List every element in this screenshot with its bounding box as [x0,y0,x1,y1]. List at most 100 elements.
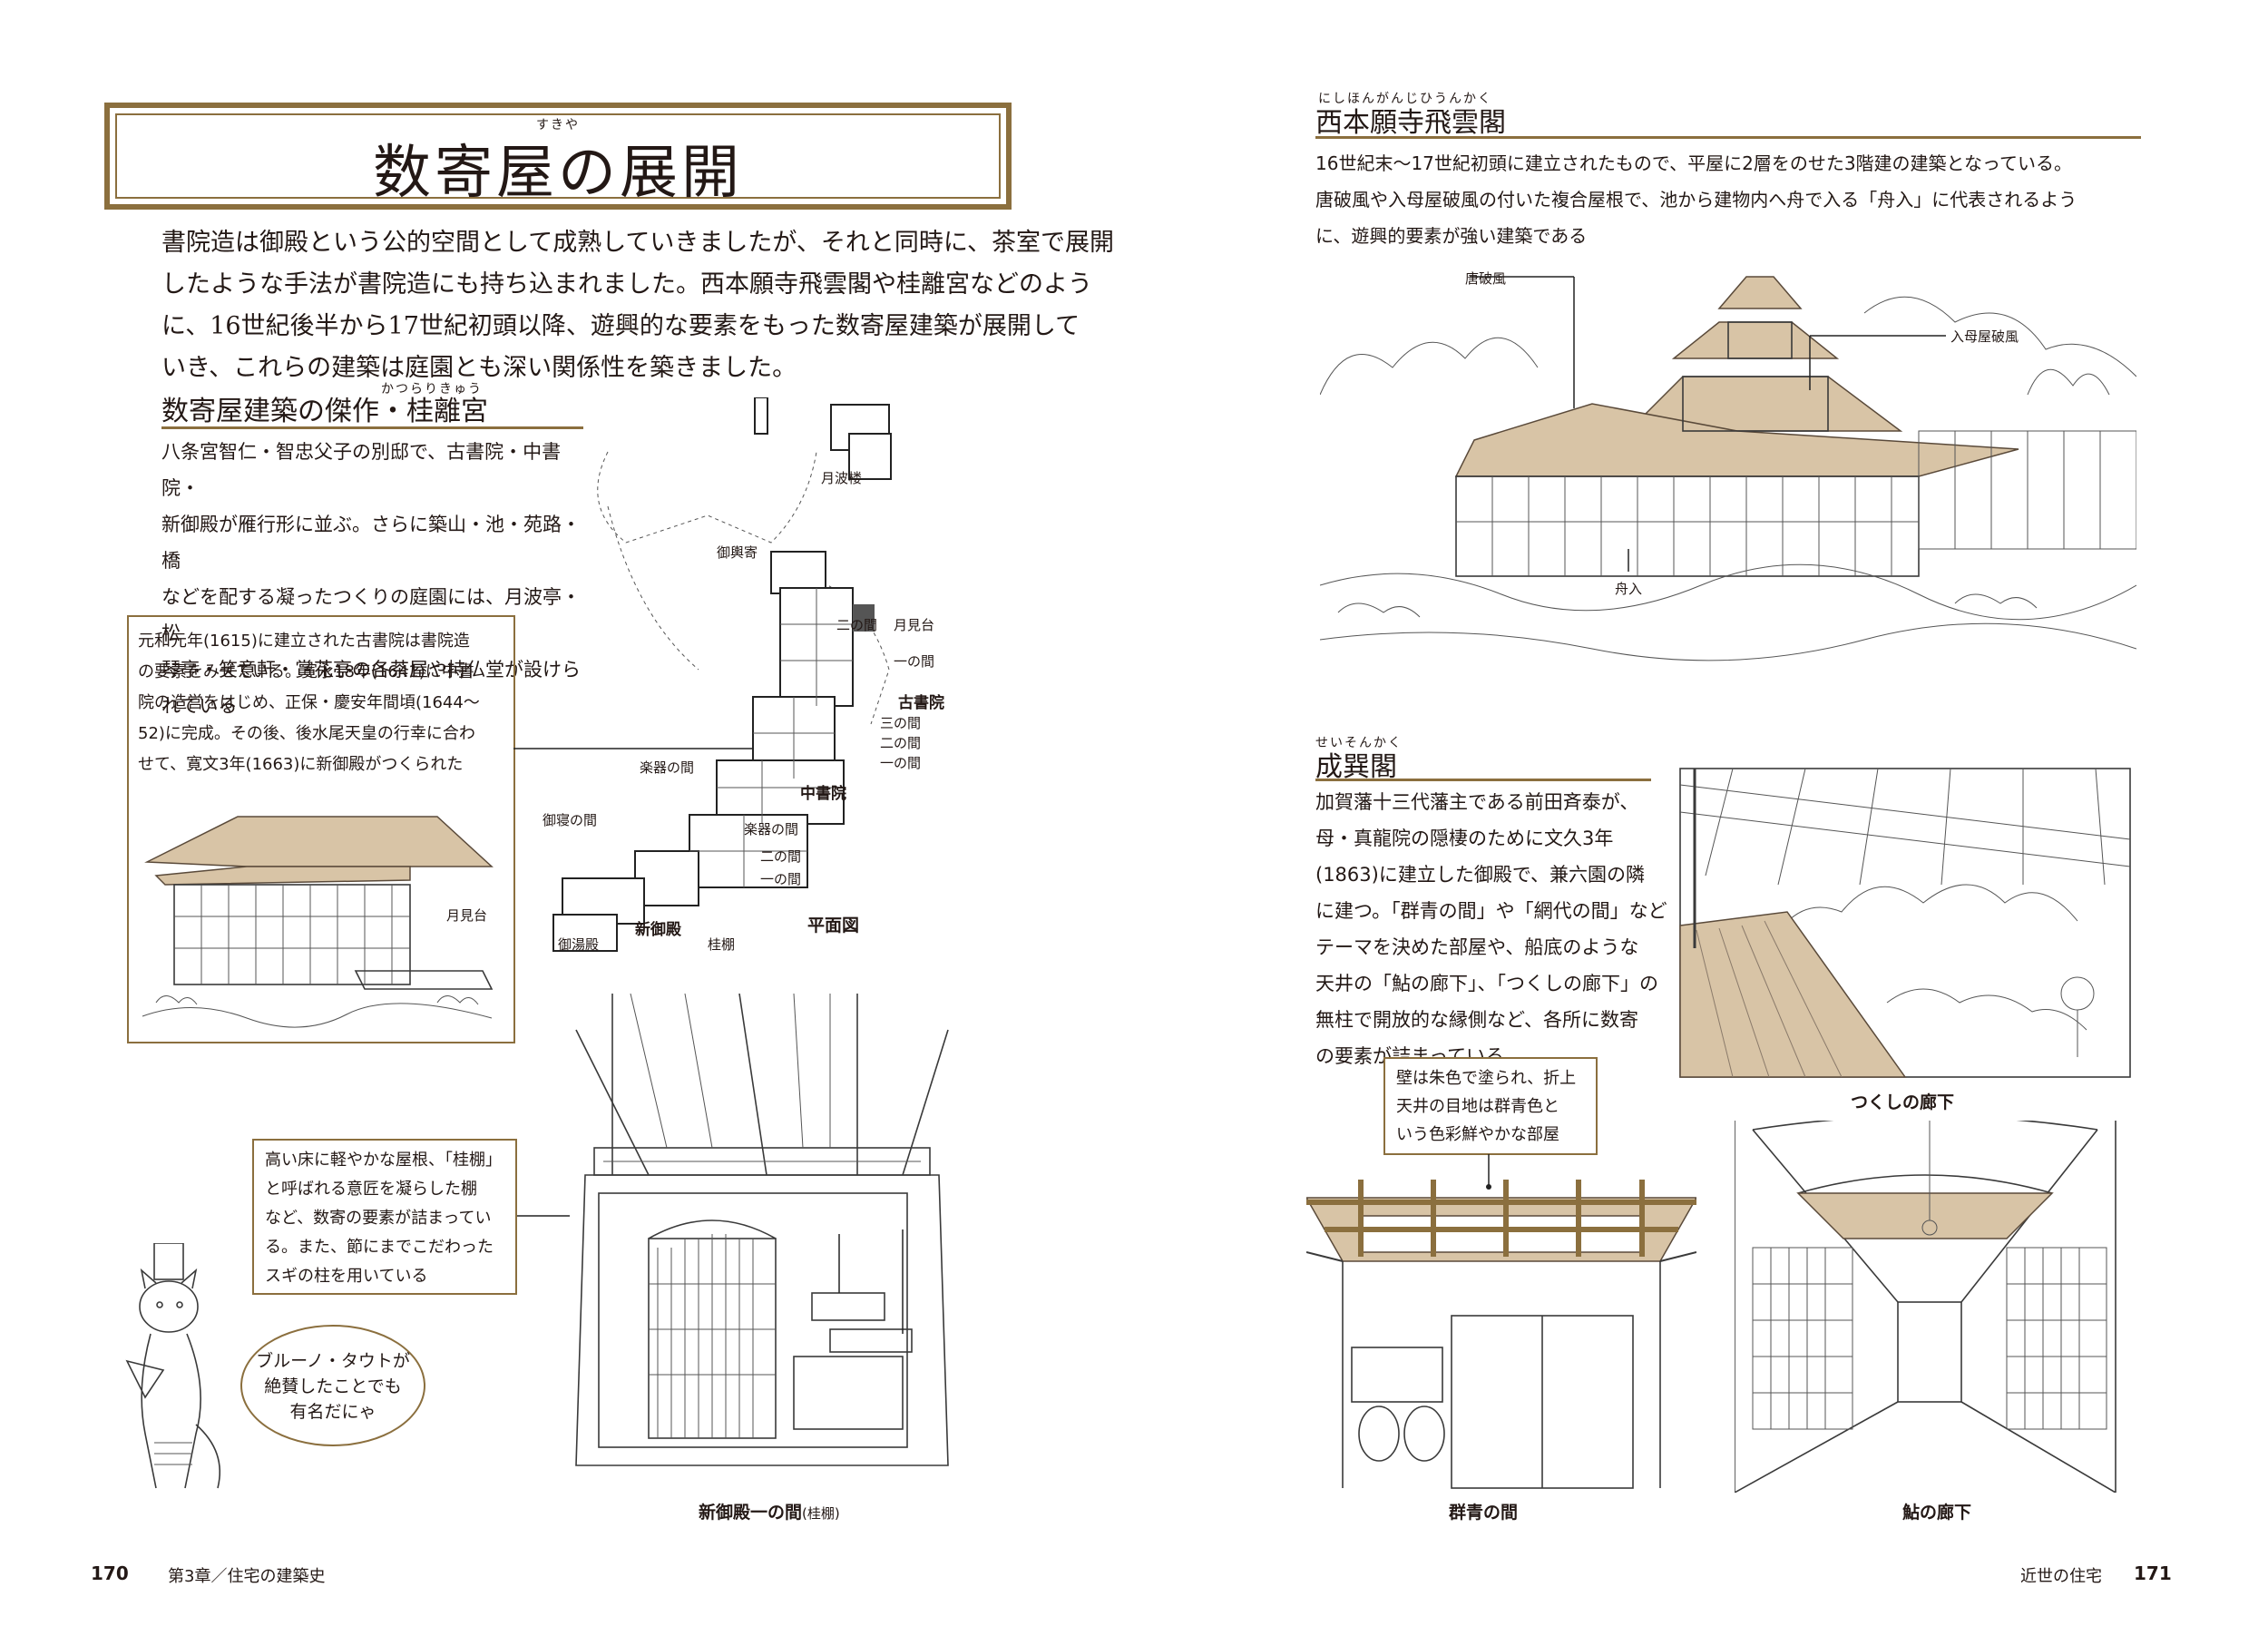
funairi-label: 舟入 [1615,581,1643,597]
seisonkaku-body-line: テーマを決めた部屋や、船底のような [1315,936,1639,958]
note-line: 高い床に軽やかな屋根、「桂棚」 [265,1151,502,1170]
note-line: 天井の目地は群青色と [1396,1097,1559,1116]
hiunkaku-heading: 西本願寺飛雲閣 [1315,107,1506,139]
note-line: スギの柱を用いている [265,1267,428,1286]
title-box-inner-border [115,113,1001,199]
katsura-note-frame: 元和元年(1615)に建立された古書院は書院造 の要素をみせている。寛永18年(… [127,615,515,1043]
gunjo-note: 壁は朱色で塗られ、折上 天井の目地は群青色と いう色彩鮮やかな部屋 [1383,1057,1598,1155]
ayu-corridor-illustration [1735,1121,2116,1493]
note-line: 壁は朱色で塗られ、折上 [1396,1069,1577,1088]
hiunkaku-body-line: に、遊興的要素が強い建築である [1315,225,1588,247]
tsukushi-caption: つくしの廊下 [1851,1092,1955,1112]
plan-label-koshoin: 古書院 [898,694,944,712]
katsura-note-text: 元和元年(1615)に建立された古書院は書院造 の要素をみせている。寛永18年(… [138,626,501,780]
seisonkaku-heading-ruby: せいそんかく [1315,736,1403,750]
katsura-body-line: れている [161,695,238,717]
note-line: の要素をみせている。寛永18年(1641)に中書 [138,662,474,681]
tsukushi-corridor-illustration [1679,768,2131,1078]
note-line: 院の造営をはじめ、正保・慶安年間頃(1644〜 [138,693,480,712]
intro-text: 書院造は御殿という公的空間として成熟していきましたが、それと同時に、茶室で展開 … [161,222,1115,389]
seisonkaku-body-line: 加賀藩十三代藩主である前田斉泰が、 [1315,791,1639,813]
title-box: すきや 数寄屋の展開 [104,103,1012,210]
plan-label-gakkinoma: 楽器の間 [640,759,695,776]
plan-label-ninoma: 二の間 [836,617,878,633]
plan-label-chushoin: 中書院 [800,785,846,803]
tsukimidai-label: 月見台 [446,907,488,924]
note-line: る。また、節にまでこだわった [265,1238,494,1257]
plan-label-ichinoma: 一の間 [760,871,802,887]
shingoten-caption-main: 新御殿一の間 [699,1503,803,1523]
intro-line: 書院造は御殿という公的空間として成熟していきましたが、それと同時に、茶室で展開 [161,229,1115,257]
katsura-floor-plan [552,397,892,952]
note-line: 52)に完成。その後、後水尾天皇の行幸に合わ [138,724,475,743]
katsura-body-line: などを配する凝ったつくりの庭園には、月波亭・松 [161,586,581,644]
katsura-heading: 数寄屋建築の傑作・桂離宮 [161,396,488,427]
karahafu-label: 唐破風 [1465,270,1507,287]
intro-line: いき、これらの建築は庭園とも深い関係性を築きました。 [161,354,797,382]
chapter-footer: 第3章／住宅の建築史 [168,1567,326,1586]
shingoten-illustration [575,994,949,1466]
section-footer: 近世の住宅 [2020,1567,2102,1586]
page-number-left: 170 [91,1562,129,1584]
plan-label-goshinnoma: 御寝の間 [543,812,598,828]
irimoya-label: 入母屋破風 [1950,328,2019,345]
intro-line: したような手法が書院造にも持ち込まれました。西本願寺飛雲閣や桂離宮などのよう [161,270,1092,299]
title-ruby: すきや [536,118,580,132]
hiunkaku-heading-ruby: にしほんがんじひうんかく [1318,92,1492,106]
plan-label-ichinoma: 一の間 [894,653,935,670]
plan-title: 平面図 [807,916,860,935]
page-title: 数寄屋の展開 [373,140,743,207]
hiunkaku-body-line: 16世紀末〜17世紀初頭に建立されたもので、平屋に2層をのせた3階建の建築となっ… [1315,152,2072,174]
seisonkaku-body: 加賀藩十三代藩主である前田斉泰が、 母・真龍院の隠棲のために文久3年 (1863… [1315,784,1667,1074]
plan-label-tsukimidai: 月見台 [894,617,935,633]
speech-bubble-text: ブルーノ・タウトが 絶賛したことでも 有名だにゃ [242,1348,424,1425]
seisonkaku-body-line: 無柱で開放的な縁側など、各所に数寄 [1315,1009,1638,1031]
seisonkaku-body-line: (1863)に建立した御殿で、兼六園の隣 [1315,864,1645,886]
seisonkaku-heading-rule [1315,779,1651,781]
katsura-body-line: 八条宮智仁・智忠父子の別邸で、古書院・中書院・ [161,441,562,499]
bubble-line: ブルーノ・タウトが [256,1351,410,1371]
seisonkaku-body-line: 天井の「鮎の廊下」、「つくしの廊下」の [1315,973,1658,994]
note-line: など、数寄の要素が詰まってい [265,1209,492,1228]
shingoten-note: 高い床に軽やかな屋根、「桂棚」 と呼ばれる意匠を凝らした棚 など、数寄の要素が詰… [252,1139,517,1295]
gunjo-room-illustration [1306,1180,1696,1489]
katsura-body-line: 新御殿が雁行形に並ぶ。さらに築山・池・苑路・橋 [161,514,581,572]
seisonkaku-heading: 成巽閣 [1315,751,1397,783]
katsura-heading-rule [161,426,583,429]
bubble-line: 有名だにゃ [289,1402,376,1422]
plan-label-ichinoma: 一の間 [880,755,922,771]
plan-label-ninoma: 二の間 [880,735,922,751]
hiunkaku-illustration [1320,276,2136,661]
cat-character-illustration [125,1243,221,1489]
plan-label-ninoma: 二の間 [760,848,802,865]
note-line: せて、寛文3年(1663)に新御殿がつくられた [138,755,464,774]
shingoten-note-leader [517,1215,570,1217]
note-line: 元和元年(1615)に建立された古書院は書院造 [138,632,470,651]
plan-label-shingoten: 新御殿 [635,921,681,939]
hiunkaku-heading-rule [1315,136,2141,139]
shingoten-caption-sub: (桂棚) [802,1505,840,1522]
bubble-line: 絶賛したことでも [264,1376,402,1396]
note-line: いう色彩鮮やかな部屋 [1396,1125,1559,1144]
plan-label-getsuharo: 月波楼 [821,470,863,486]
gunjo-caption: 群青の間 [1449,1503,1519,1523]
page-number-right: 171 [2134,1562,2172,1584]
seisonkaku-body-line: に建つ。「群青の間」や「網代の間」など [1315,900,1667,922]
hiunkaku-body: 16世紀末〜17世紀初頭に建立されたもので、平屋に2層をのせた3階建の建築となっ… [1315,145,2141,254]
seisonkaku-body-line: 母・真龍院の隠棲のために文久3年 [1315,828,1614,849]
plan-label-miyukiyose: 御輿寄 [717,544,758,561]
katsura-body: 八条宮智仁・智忠父子の別邸で、古書院・中書院・ 新御殿が雁行形に並ぶ。さらに築山… [161,434,597,724]
note-line: と呼ばれる意匠を凝らした棚 [265,1180,477,1199]
gunjo-note-leader [1486,1154,1491,1190]
katsura-heading-ruby: かつらりきゅう [381,382,483,397]
intro-line: に、16世紀後半から17世紀初頭以降、遊興的な要素をもった数寄屋建築が展開して [161,312,1080,340]
plan-label-oyudono: 御湯殿 [558,936,600,953]
katsura-body-line: 琴亭・笑意軒・賞花亭の各茶屋や持仏堂が設けら [161,659,581,681]
speech-bubble: ブルーノ・タウトが 絶賛したことでも 有名だにゃ [240,1325,425,1446]
ayu-caption: 鮎の廊下 [1902,1503,1972,1523]
plan-label-katsuradana: 桂棚 [708,936,736,953]
plan-label-gakkinoma: 楽器の間 [744,821,799,837]
koshoin-illustration [142,816,494,1028]
shingoten-caption: 新御殿一の間(桂棚) [699,1499,840,1523]
plan-label-sannoma: 三の間 [880,715,922,731]
